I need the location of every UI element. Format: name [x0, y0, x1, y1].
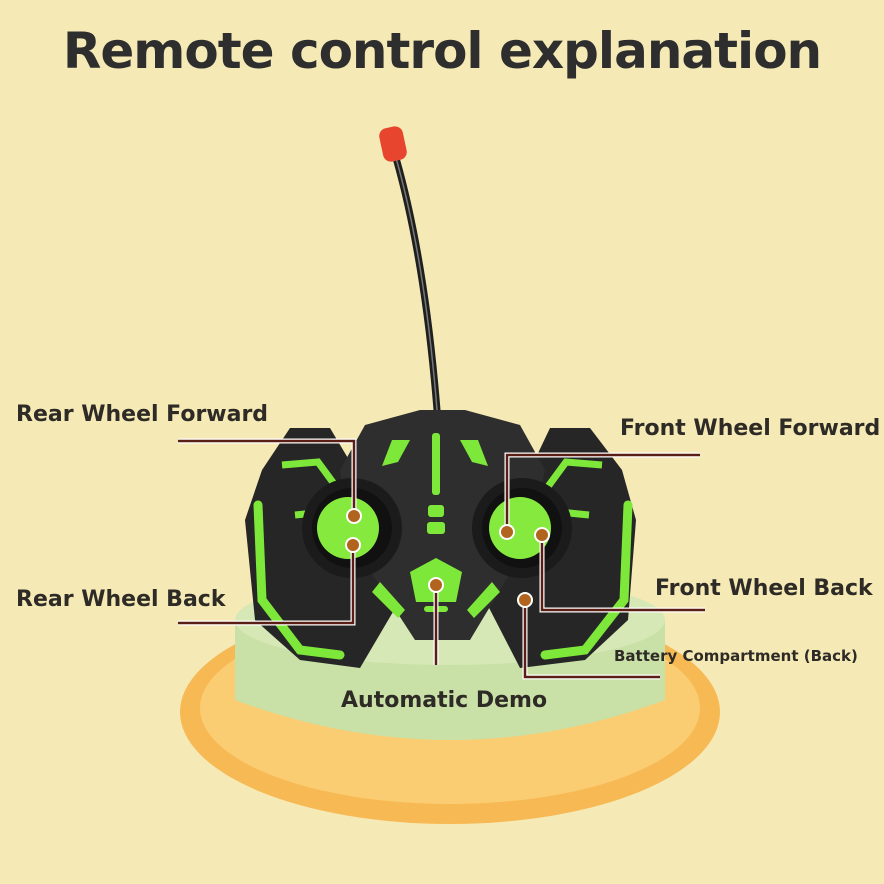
label-automatic-demo: Automatic Demo — [341, 688, 548, 713]
right-joystick — [472, 478, 572, 578]
label-rear-wheel-back: Rear Wheel Back — [16, 587, 226, 612]
antenna-tip — [379, 126, 407, 162]
label-front-wheel-forward: Front Wheel Forward — [620, 416, 881, 441]
callout-dots — [345, 508, 550, 608]
left-joystick — [302, 478, 402, 578]
remote-body — [245, 410, 636, 668]
label-front-wheel-back: Front Wheel Back — [655, 576, 873, 601]
leader-lines — [178, 438, 705, 680]
label-rear-wheel-forward: Rear Wheel Forward — [16, 402, 269, 427]
label-battery-compartment: Battery Compartment (Back) — [614, 647, 858, 665]
antenna — [379, 126, 441, 414]
page-title: Remote control explanation — [62, 22, 822, 80]
